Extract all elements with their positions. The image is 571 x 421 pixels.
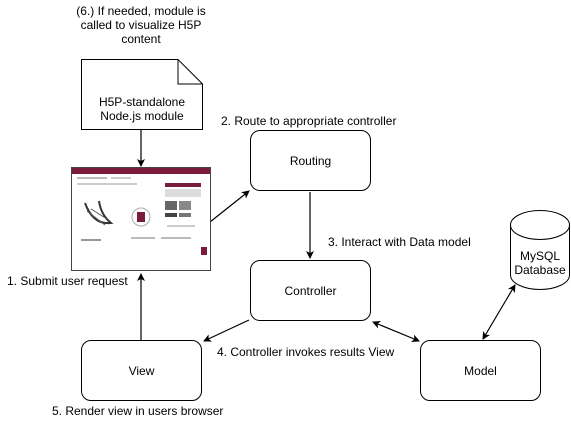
routing-label: Routing [289,153,332,168]
module-label-line1: H5P-standalone [98,95,186,109]
cylinder-icon [510,210,570,290]
routing-box: Routing [250,130,371,191]
module-label: H5P-standalone Node.js module [81,95,203,123]
step6-line1: (6.) If needed, module is [76,4,206,18]
database-label-line2: Database [514,263,566,277]
module-label-line2: Node.js module [100,109,184,123]
view-box: View [81,340,202,401]
controller-label: Controller [284,283,337,298]
browser-screenshot [71,167,211,271]
browser-screenshot-icon [71,167,211,271]
step2-label: 2. Route to appropriate controller [221,114,397,128]
step1-label: 1. Submit user request [7,274,128,288]
document-icon [81,59,203,130]
step5-label: 5. Render view in users browser [52,404,224,418]
step6-line3: content [121,32,161,46]
module-node: H5P-standalone Node.js module [81,59,203,130]
database-label-line1: MySQL [519,249,560,263]
view-label: View [128,363,155,378]
database-node: MySQL Database [510,210,570,290]
model-box: Model [420,340,541,401]
database-label: MySQL Database [510,249,570,277]
step4-label: 4. Controller invokes results View [217,345,395,359]
controller-box: Controller [250,260,371,321]
step3-label: 3. Interact with Data model [328,235,471,249]
step6-line2: called to visualize H5P [80,18,202,32]
arrow-controller-to-view [203,319,250,342]
arrow-model-database [482,284,516,340]
arrow-browser-to-routing [209,190,250,223]
arrow-controller-model [372,320,420,343]
model-label: Model [464,363,497,378]
step6-note: (6.) If needed, module is called to visu… [58,4,224,46]
